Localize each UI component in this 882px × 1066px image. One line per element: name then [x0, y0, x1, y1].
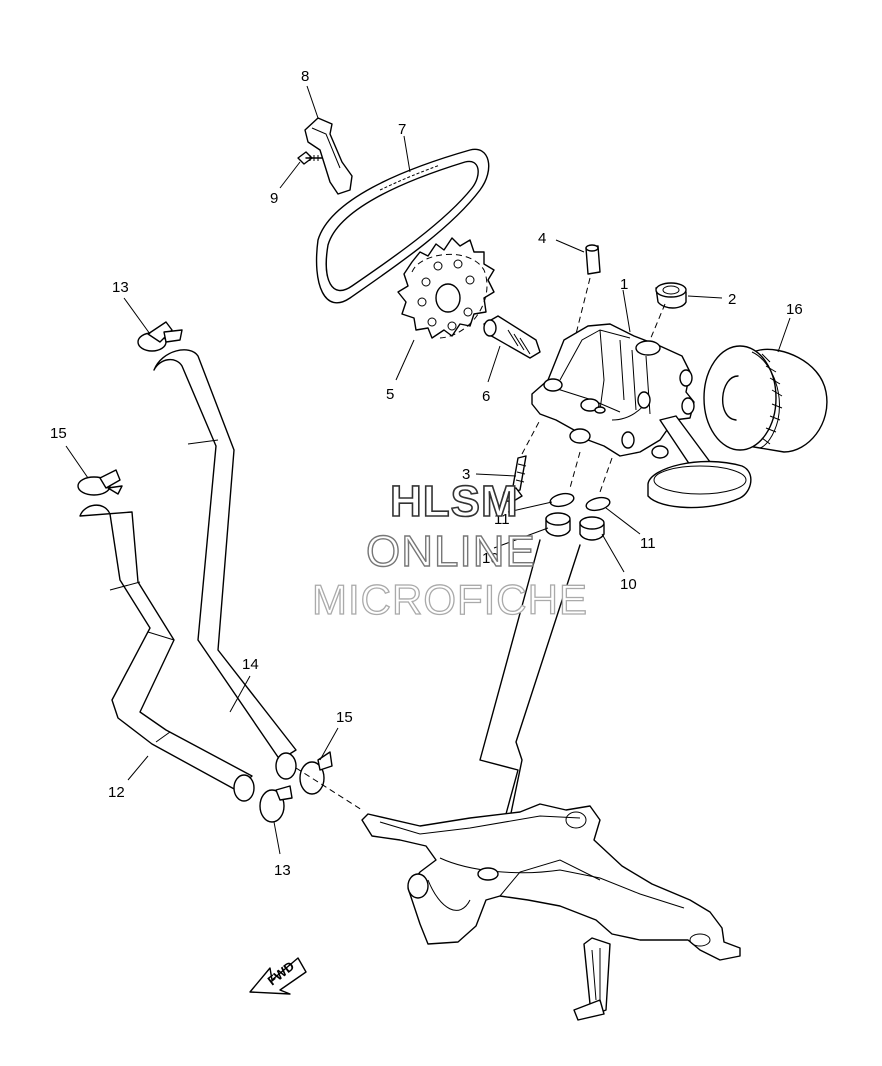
- watermark-line-3: MICROFICHE: [312, 576, 588, 623]
- callout-2: 2: [728, 291, 736, 308]
- clamp-15-top: [77, 469, 123, 496]
- hose-clamps: [77, 321, 363, 823]
- chain-guide-bracket: [304, 117, 353, 195]
- fwd-arrow: FWD: [249, 957, 307, 995]
- callout-11-right: 11: [640, 535, 656, 552]
- callout-15-top: 15: [50, 425, 67, 442]
- callout-8: 8: [301, 68, 309, 85]
- callout-9: 9: [270, 190, 278, 207]
- callout-4: 4: [538, 230, 546, 247]
- callout-10-right: 10: [620, 576, 637, 593]
- callout-6: 6: [482, 388, 490, 405]
- oil-pump-assembly: [531, 323, 752, 509]
- callout-7: 7: [398, 121, 406, 138]
- leader-lines: [65, 85, 791, 855]
- callout-5: 5: [386, 386, 394, 403]
- clamp-15-bottom: [299, 751, 333, 795]
- callout-16: 16: [786, 301, 803, 318]
- callout-12: 12: [108, 784, 125, 801]
- callout-1: 1: [620, 276, 628, 293]
- drive-chain: [315, 148, 490, 304]
- callout-10-left: 10: [482, 550, 499, 567]
- oil-filter: [703, 345, 828, 453]
- bolt-3: [501, 419, 541, 503]
- o-rings: [549, 451, 613, 512]
- lower-crankcase: [361, 803, 741, 1021]
- watermark: HLSM ONLINE MICROFICHE: [311, 476, 588, 623]
- oil-pump-sprocket: [397, 237, 495, 339]
- collars: [545, 512, 605, 541]
- oil-seal: [649, 282, 687, 341]
- oil-hoses: [79, 349, 297, 802]
- callouts: 8 7 9 4 1 2 16 13 5 6 15 3 11 11 10 10 1…: [50, 68, 803, 879]
- clamp-13-bottom: [259, 785, 293, 823]
- clamp-13-top: [137, 321, 183, 352]
- pump-shaft: [483, 315, 541, 359]
- callout-15-bottom: 15: [336, 709, 353, 726]
- bolt-9: [297, 151, 323, 165]
- callout-13-bottom: 13: [274, 862, 291, 879]
- callout-3: 3: [462, 466, 470, 483]
- callout-13-top: 13: [112, 279, 129, 296]
- callout-11-left: 11: [494, 511, 510, 528]
- watermark-line-1: HLSM: [390, 477, 519, 526]
- callout-14: 14: [242, 656, 259, 673]
- watermark-line-2: ONLINE: [366, 527, 536, 576]
